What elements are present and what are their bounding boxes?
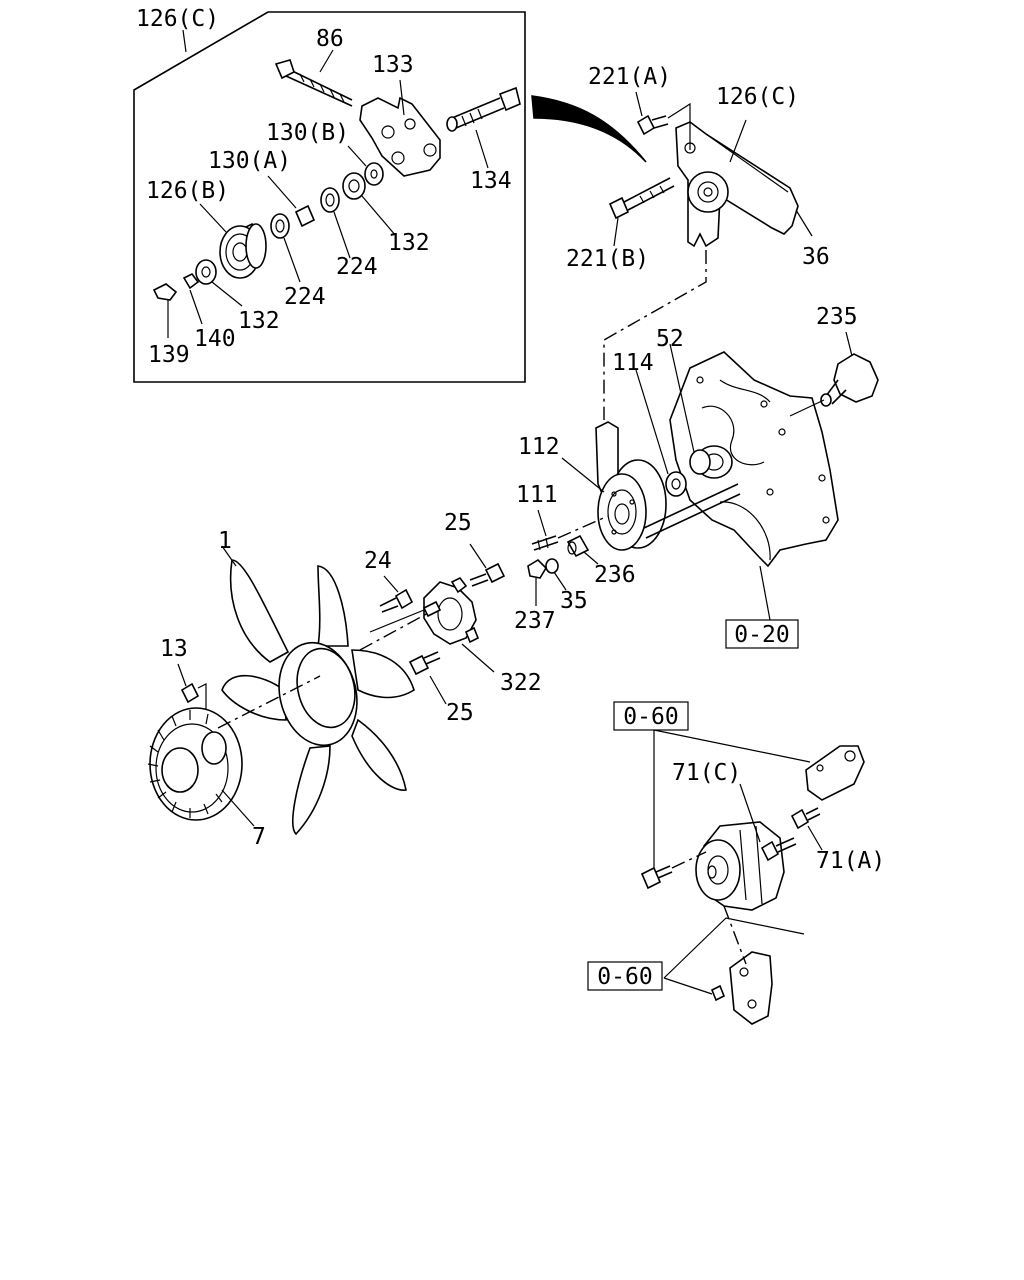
- label-25-lower: 25: [446, 700, 474, 726]
- flange-322: [422, 576, 495, 673]
- bolt-221b: [608, 177, 675, 247]
- label-139: 139: [148, 342, 190, 368]
- assembly-line-tensioner: [603, 250, 707, 420]
- label-221a: 221(A): [588, 64, 671, 90]
- grease-cap-139: [152, 283, 178, 338]
- inset-detail-box: [133, 11, 526, 383]
- bolt-alternator-pivot: [640, 730, 707, 890]
- ref-box-0-20: 0-20: [725, 619, 799, 649]
- label-1: 1: [218, 528, 232, 554]
- shaft-235: [789, 331, 879, 417]
- fan-clutch-7: [147, 611, 431, 827]
- bolt-71c: [739, 783, 797, 862]
- label-237: 237: [514, 608, 556, 634]
- label-224-upper: 224: [336, 254, 378, 280]
- bolt-221a: [635, 91, 691, 150]
- label-24: 24: [364, 548, 392, 574]
- label-322: 322: [500, 670, 542, 696]
- label-130a: 130(A): [208, 148, 291, 174]
- nut-140: [182, 272, 203, 325]
- label-112: 112: [518, 434, 560, 460]
- spacer-114: [635, 369, 687, 497]
- washer-130b: [347, 145, 384, 186]
- stud-111: [531, 509, 609, 551]
- bolt-25-upper: [469, 543, 506, 587]
- bracket-133: [359, 79, 441, 177]
- bolt-24: [369, 575, 425, 633]
- label-221b: 221(B): [566, 246, 649, 272]
- timing-cover-housing: [669, 351, 839, 621]
- alternator: [695, 821, 785, 911]
- bolt-71a: [790, 807, 823, 851]
- spacer-236: [566, 534, 599, 565]
- hub-52: [669, 343, 711, 475]
- bolt-86: [274, 49, 353, 107]
- seal-132-lower: [195, 259, 243, 307]
- label-71c: 71(C): [672, 760, 741, 786]
- part-labels: 126(C) 86 133 134 130(B) 130(A) 126(B) 1…: [136, 6, 885, 874]
- bearing-224-lower: [270, 213, 301, 283]
- label-235: 235: [816, 304, 858, 330]
- label-25-upper: 25: [444, 510, 472, 536]
- label-132-upper: 132: [388, 230, 430, 256]
- detail-arrow: [531, 95, 647, 163]
- label-132-lower: 132: [238, 308, 280, 334]
- label-134: 134: [470, 168, 512, 194]
- idler-pulley-126b: [199, 203, 267, 279]
- nut-237: [527, 558, 548, 606]
- label-114: 114: [612, 350, 654, 376]
- ref-0-60-upper-text: 0-60: [623, 704, 678, 730]
- nut-13: [177, 663, 207, 736]
- label-126c-top: 126(C): [136, 6, 219, 32]
- label-35: 35: [560, 588, 588, 614]
- label-140: 140: [194, 326, 236, 352]
- cooling-fan-1: [221, 545, 415, 836]
- label-111: 111: [516, 482, 558, 508]
- label-126c-right: 126(C): [716, 84, 799, 110]
- label-133: 133: [372, 52, 414, 78]
- ref-box-0-60-upper: 0-60: [613, 701, 689, 731]
- bolt-25-lower: [408, 651, 447, 705]
- label-130b: 130(B): [266, 120, 349, 146]
- label-126b: 126(B): [146, 178, 229, 204]
- label-236: 236: [594, 562, 636, 588]
- label-52: 52: [656, 326, 684, 352]
- seal-132-upper: [342, 172, 397, 237]
- label-7: 7: [252, 824, 266, 850]
- ref-box-0-60-lower: 0-60: [587, 961, 663, 991]
- label-86: 86: [316, 26, 344, 52]
- ref-0-60-lower-text: 0-60: [597, 964, 652, 990]
- alternator-lower-bracket: [663, 905, 805, 1025]
- bearing-224-upper: [320, 187, 351, 259]
- label-71a: 71(A): [816, 848, 885, 874]
- label-13: 13: [160, 636, 188, 662]
- bolt-134: [446, 86, 521, 169]
- label-224-lower: 224: [284, 284, 326, 310]
- spacer-130a: [267, 175, 316, 228]
- alternator-adjust-bracket: [653, 729, 865, 801]
- drive-belt-36: [643, 483, 741, 539]
- tensioner-assembly-126c: [675, 119, 813, 248]
- label-36: 36: [802, 244, 830, 270]
- fan-pulley-112: [561, 421, 667, 551]
- washer-35: [545, 558, 567, 591]
- ref-0-20-text: 0-20: [734, 622, 789, 648]
